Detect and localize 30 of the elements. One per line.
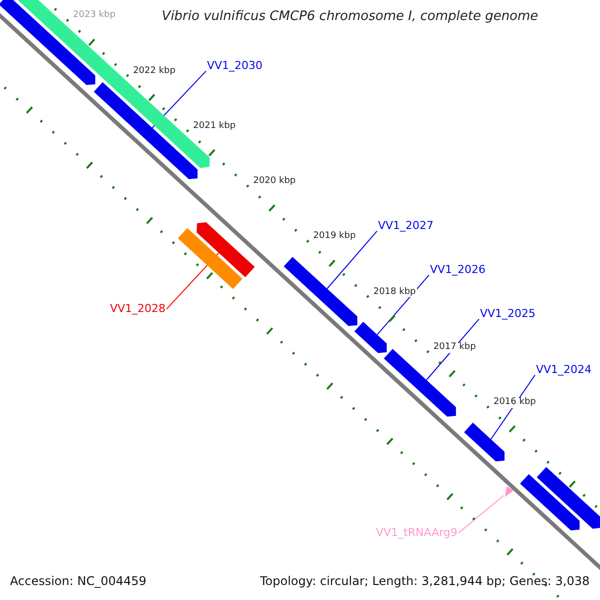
gene-label: VV1_2025 [480,308,536,320]
title: Vibrio vulnificus CMCP6 chromosome I, complete genome [162,9,538,24]
leader-line [326,230,378,290]
scale-label: 2021 kbp [192,122,237,132]
gene-block [0,0,96,85]
gene-block [520,474,580,530]
gene-block [196,222,255,278]
gene-block [178,228,242,290]
footer-text: Accession: NC_004459 [10,575,146,588]
footer-text: Topology: circular; Length: 3,281,944 bp; Genes: 3,038 [260,575,590,588]
gene-block [354,322,387,354]
gene-block [284,256,358,326]
scale-label: 2020 kbp [252,177,297,187]
gene-label: VV1_2030 [207,60,263,72]
gene-label: VV1_2024 [536,364,592,376]
scale-label: 2017 kbp [432,342,477,353]
gene-label: VV1_2027 [378,220,434,232]
scale-label: 2018 kbp [372,288,417,298]
scale-label: 2023 kbp [72,11,116,22]
gene-block [464,422,505,462]
trna-marker [505,486,514,498]
gene-label: VV1_2026 [430,264,486,276]
scale-label: 2019 kbp [312,232,357,242]
scale-label: 2022 kbp [132,66,176,77]
leader-line [376,274,430,336]
gene-label: VV1_tRNAArg9 [376,527,458,540]
gene-block [536,467,600,529]
scale-label: 2016 kbp [492,398,537,408]
gene-label: VV1_2028 [110,303,166,316]
gene-block [384,348,456,417]
